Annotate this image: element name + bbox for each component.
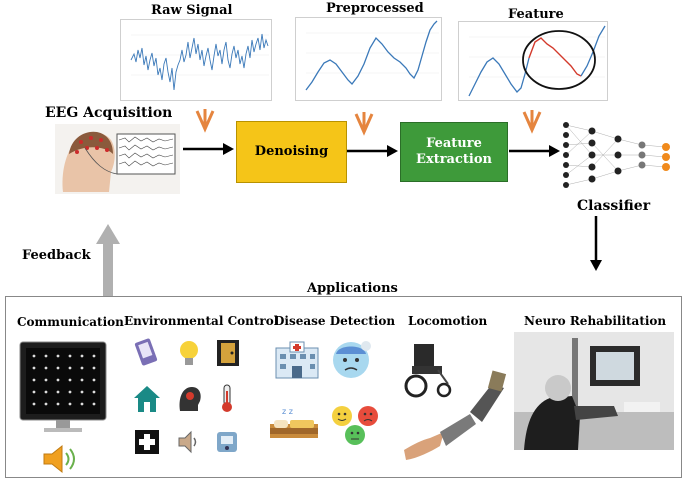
home-icon xyxy=(132,384,162,414)
app-disease-detection-label: Disease Detection xyxy=(274,314,396,328)
arrow-down-icon xyxy=(522,110,542,134)
emotion-faces-icon xyxy=(326,402,386,448)
arrow-right-icon xyxy=(509,145,560,157)
raw-signal-plot xyxy=(120,19,272,101)
feature-extraction-label-line2: Extraction xyxy=(416,152,492,167)
svg-text:z z: z z xyxy=(282,407,293,416)
head-profile-icon xyxy=(174,383,204,413)
feature-extraction-box: Feature Extraction xyxy=(400,122,508,182)
arrow-down-icon xyxy=(354,112,374,136)
light-bulb-icon xyxy=(174,338,204,368)
denoising-label: Denoising xyxy=(254,144,329,159)
app-communication-label: Communication xyxy=(17,315,124,329)
denoising-box: Denoising xyxy=(236,121,347,183)
feedback-label: Feedback xyxy=(22,248,91,263)
arrow-right-icon xyxy=(183,143,234,155)
app-environmental-control-label: Environmental Control xyxy=(124,314,279,328)
arrow-down-icon xyxy=(590,216,602,271)
wheelchair-icon xyxy=(398,340,460,398)
hospital-icon xyxy=(272,340,322,380)
applications-title: Applications xyxy=(307,281,398,296)
eeg-head-image xyxy=(55,124,180,194)
thermometer-icon xyxy=(212,383,242,413)
raw-signal-label: Raw Signal xyxy=(151,3,233,18)
appliance-icon xyxy=(213,428,241,456)
communication-monitor-image xyxy=(18,340,110,440)
classifier-network-image xyxy=(558,117,676,193)
preprocessed-label: Preprocessed xyxy=(326,1,424,16)
feature-extraction-label-line1: Feature xyxy=(426,136,482,151)
eeg-acquisition-label: EEG Acquisition xyxy=(45,105,173,121)
phone-icon xyxy=(132,338,162,368)
bed-sleep-icon: z z xyxy=(268,404,320,444)
preprocessed-plot xyxy=(295,17,442,101)
speaker-icon xyxy=(42,444,82,474)
arrow-right-icon xyxy=(347,145,398,157)
door-icon xyxy=(213,338,243,368)
sick-person-icon xyxy=(328,338,374,382)
neuro-rehabilitation-photo xyxy=(514,332,674,450)
feature-label: Feature xyxy=(508,7,564,22)
app-locomotion-label: Locomotion xyxy=(408,314,488,328)
prosthetic-arm-icon xyxy=(400,366,522,466)
medical-cross-icon xyxy=(133,428,161,456)
volume-icon xyxy=(175,428,203,456)
classifier-label: Classifier xyxy=(577,198,651,214)
feature-plot xyxy=(458,21,608,101)
feedback-arrow-icon xyxy=(96,224,120,296)
arrow-down-icon xyxy=(195,109,215,133)
app-neuro-rehabilitation-label: Neuro Rehabilitation xyxy=(524,314,667,328)
